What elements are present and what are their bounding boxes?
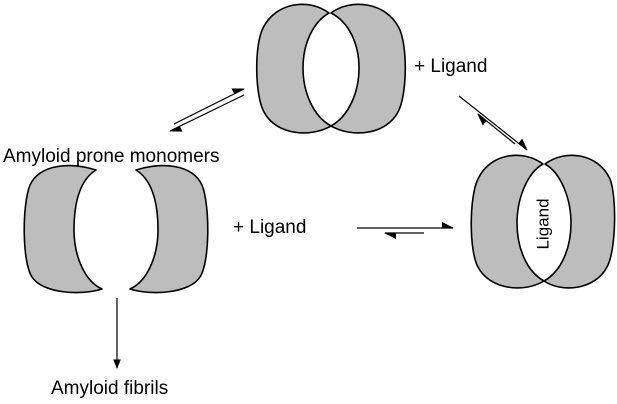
ligand-bound-dimer: Ligand xyxy=(470,154,616,289)
closed-dimer xyxy=(255,3,407,134)
arrow-bound-to-dimer xyxy=(477,113,516,145)
arrow-dimer-to-bound xyxy=(458,95,528,151)
monomer-pair xyxy=(23,164,209,294)
closed-dimer-left-subunit xyxy=(255,3,332,134)
bound-dimer-right-subunit xyxy=(543,154,616,289)
arrow-dimer-to-monomer xyxy=(169,94,245,132)
ligand-label-middle: + Ligand xyxy=(233,217,306,238)
fibrils-label: Amyloid fibrils xyxy=(51,378,168,399)
closed-dimer-right-subunit xyxy=(330,3,407,134)
arrow-monomer-to-dimer xyxy=(173,88,245,125)
monomer-left xyxy=(23,164,103,294)
bound-ligand-label: Ligand xyxy=(533,198,552,249)
bound-dimer-left-subunit xyxy=(470,154,545,289)
arrows xyxy=(113,88,528,369)
ligand-label-top: + Ligand xyxy=(414,56,487,77)
monomers-label: Amyloid prone monomers xyxy=(3,146,219,167)
monomer-right xyxy=(129,164,209,294)
